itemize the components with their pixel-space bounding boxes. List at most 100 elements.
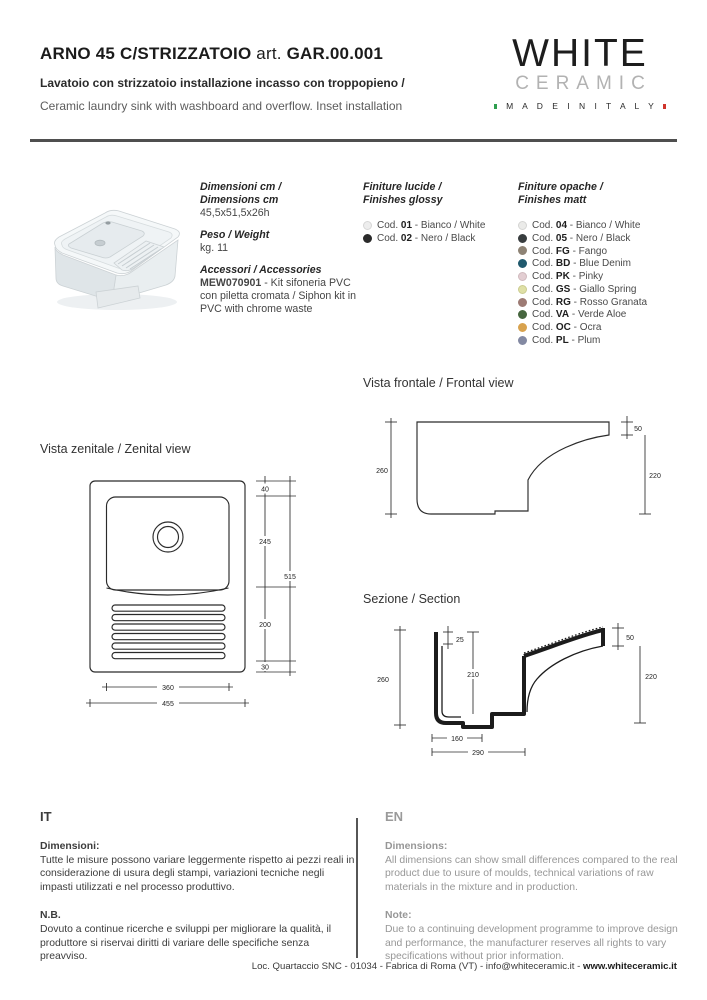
- matt-title-it: Finiture opache /: [518, 181, 603, 193]
- dim-label-zenital-515: 515: [284, 574, 296, 581]
- dim-label-zenital-245: 245: [259, 539, 271, 546]
- subtitle-english: Ceramic laundry sink with washboard and …: [40, 99, 403, 113]
- zenital-view-label: Vista zenitale / Zenital view: [40, 442, 191, 456]
- notes-italian: IT Dimensioni: Tutte le misure possono v…: [40, 810, 358, 978]
- finish-item: Cod. GS - Giallo Spring: [518, 283, 686, 296]
- drain-outer-circle: [152, 521, 184, 553]
- brand-name: WHITE: [512, 32, 648, 75]
- notes-divider: [356, 818, 358, 958]
- dim-label-zenital-200: 200: [259, 622, 271, 629]
- dimensions-value: 45,5x51,5x26h: [200, 207, 270, 219]
- dim-label-section-160: 160: [451, 736, 463, 743]
- matt-finish-list: Cod. 04 - Bianco / White Cod. 05 - Nero …: [518, 219, 686, 347]
- color-swatch: [518, 323, 527, 333]
- drain-inner-circle: [156, 525, 180, 549]
- dim-label-zenital-30: 30: [261, 665, 269, 672]
- finish-item: Cod. PK - Pinky: [518, 270, 686, 283]
- finish-item: Cod. RG - Rosso Granata: [518, 296, 686, 309]
- glossy-finish-list: Cod. 01 - Bianco / White Cod. 02 - Nero …: [363, 219, 513, 245]
- weight-label: Peso / Weight: [200, 229, 270, 241]
- en-note-body: Due to a continuing development programm…: [385, 923, 678, 963]
- subtitle-italian: Lavatoio con strizzatoio installazione i…: [40, 76, 405, 90]
- en-note-heading: Note:: [385, 909, 412, 921]
- finishes-matt-column: Finiture opache / Finishes matt Cod. 04 …: [518, 181, 686, 347]
- finish-item: Cod. 04 - Bianco / White: [518, 219, 686, 232]
- dim-label-zenital-360: 360: [162, 685, 174, 692]
- dim-label-section-25: 25: [456, 637, 464, 644]
- article-code: GAR.00.001: [286, 44, 384, 63]
- color-swatch: [363, 220, 372, 230]
- product-name: ARNO 45 C/STRIZZATOIO: [40, 44, 252, 63]
- sink-outline-top: [89, 480, 246, 673]
- color-swatch: [363, 233, 372, 243]
- product-photo-sink: [54, 209, 180, 310]
- dim-label-section-220: 220: [645, 674, 657, 681]
- finish-item: Cod. FG - Fango: [518, 245, 686, 258]
- dim-label-section-290: 290: [472, 750, 484, 757]
- weight-value: kg. 11: [200, 242, 229, 254]
- dim-label-section-50: 50: [626, 635, 634, 642]
- notes-english: EN Dimensions: All dimensions can show s…: [385, 810, 687, 978]
- color-swatch: [518, 297, 527, 307]
- finish-item: Cod. OC - Ocra: [518, 321, 686, 334]
- company-website: www.whiteceramic.it: [582, 961, 677, 972]
- color-swatch: [518, 310, 527, 320]
- flag-green-bar: [494, 103, 497, 109]
- finish-item: Cod. VA - Verde Aloe: [518, 309, 686, 322]
- finish-item: Cod. 02 - Nero / Black: [363, 232, 513, 245]
- product-info-column: Dimensioni cm / Dimensions cm 45,5x51,5x…: [200, 181, 358, 325]
- section-view-label: Sezione / Section: [363, 592, 461, 606]
- glossy-title-it: Finiture lucide /: [363, 181, 442, 193]
- en-dimensions-heading: Dimensions:: [385, 840, 448, 852]
- company-address: Loc. Quartaccio SNC - 01034 - Fabrica di…: [251, 961, 583, 972]
- color-swatch: [518, 233, 527, 243]
- article-word: art.: [251, 44, 287, 63]
- finish-item: Cod. PL - Plum: [518, 334, 686, 347]
- it-dimensions-heading: Dimensioni:: [40, 840, 100, 852]
- made-in-italy: M A D E I N I T A L Y: [494, 101, 666, 111]
- it-dimensions-body: Tutte le misure possono variare leggerme…: [40, 854, 355, 894]
- it-nb-body: Dovuto a continue ricerche e sviluppi pe…: [40, 923, 332, 963]
- dimensions-label-en: Dimensions cm: [200, 194, 279, 206]
- section-view-drawing: 260 25 210 50 220 160 290: [377, 623, 657, 757]
- color-swatch: [518, 336, 527, 346]
- dim-label-section-210: 210: [467, 672, 479, 679]
- color-swatch: [518, 284, 527, 294]
- color-swatch: [518, 246, 527, 256]
- dim-label-zenital-455: 455: [162, 701, 174, 708]
- dim-label-section-260: 260: [377, 677, 389, 684]
- color-swatch: [518, 272, 527, 282]
- basin-outline-top: [105, 496, 230, 591]
- color-swatch: [518, 259, 527, 269]
- accessories-code: MEW070901: [200, 277, 262, 289]
- color-swatch: [518, 220, 527, 230]
- lang-label-en: EN: [385, 809, 404, 824]
- accessories-label: Accessori / Accessories: [200, 264, 322, 276]
- dim-label-frontal-260: 260: [376, 468, 388, 475]
- footer-address: Loc. Quartaccio SNC - 01034 - Fabrica di…: [252, 961, 677, 972]
- page-title: ARNO 45 C/STRIZZATOIO art. GAR.00.001: [40, 44, 383, 64]
- header-divider: [30, 139, 677, 142]
- finish-item: Cod. 01 - Bianco / White: [363, 219, 513, 232]
- washboard-slats: [111, 604, 226, 660]
- lang-label-it: IT: [40, 809, 52, 824]
- brand-logo: WHITE CERAMIC M A D E I N I T A L Y: [494, 34, 666, 111]
- flag-red-bar: [663, 103, 666, 109]
- en-dimensions-body: All dimensions can show small difference…: [385, 854, 678, 894]
- brand-subname: CERAMIC: [515, 73, 652, 94]
- finishes-glossy-column: Finiture lucide / Finishes glossy Cod. 0…: [363, 181, 513, 245]
- overflow-hole: [105, 221, 111, 225]
- dim-label-frontal-50: 50: [634, 426, 642, 433]
- frontal-view-drawing: 260 50 220: [376, 416, 661, 518]
- accessories-text: MEW070901 - Kit sifoneria PVC con pilett…: [200, 277, 358, 316]
- dim-label-frontal-220: 220: [649, 473, 661, 480]
- glossy-title-en: Finishes glossy: [363, 194, 443, 206]
- dim-label-zenital-40: 40: [261, 487, 269, 494]
- accessories-desc: - Kit sifoneria PVC con piletta cromata …: [200, 277, 357, 315]
- drain-hole: [94, 239, 106, 247]
- it-nb-heading: N.B.: [40, 909, 61, 921]
- made-in-italy-text: M A D E I N I T A L Y: [506, 101, 658, 111]
- frontal-view-label: Vista frontale / Frontal view: [363, 376, 514, 390]
- finish-item: Cod. 05 - Nero / Black: [518, 232, 686, 245]
